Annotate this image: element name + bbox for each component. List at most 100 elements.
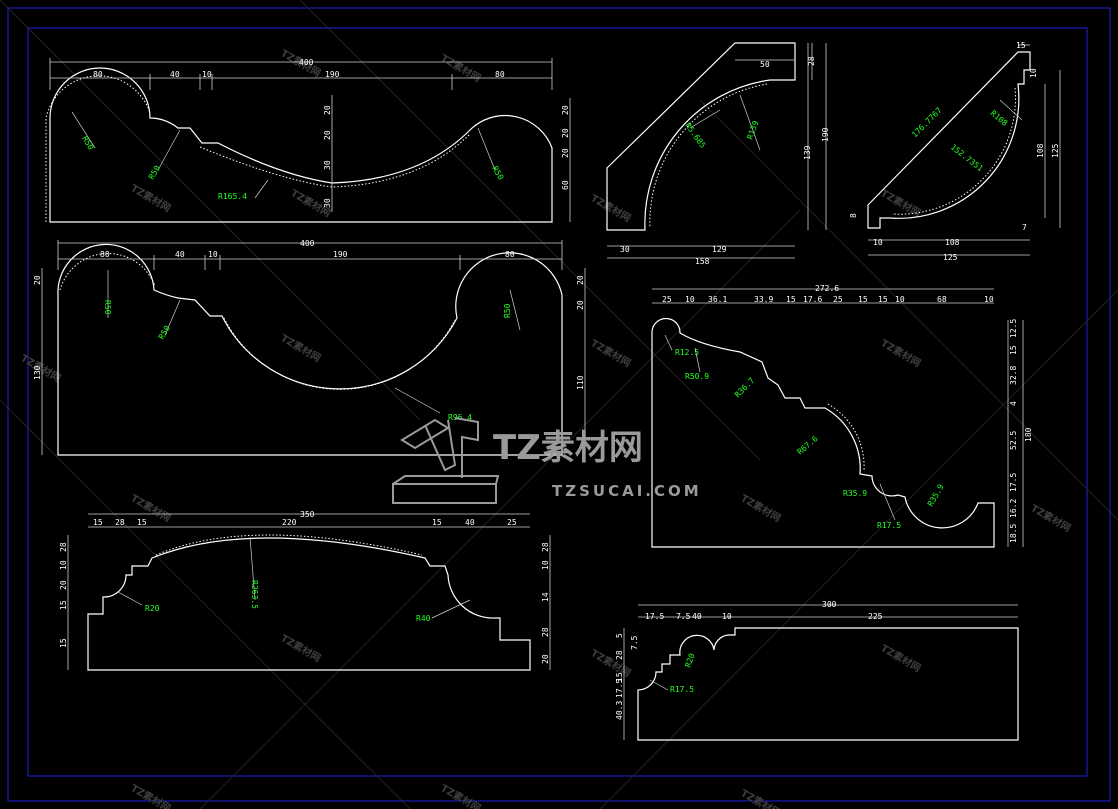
- p5-top-dim: 15: [1016, 41, 1026, 50]
- p1-right-dim: 20: [561, 148, 570, 158]
- p1-right-dim: 20: [561, 128, 570, 138]
- p7-left-dim: 40.3: [615, 701, 624, 720]
- profile-7: 300 17.5 7.5 40 10 225 5 28 7.5 15 17.5 …: [615, 600, 1019, 741]
- p6-radius: R35.9: [843, 489, 867, 498]
- p3-left-dim: 15: [59, 600, 68, 610]
- p3-radius: R20: [145, 604, 160, 613]
- p1-radius: R165.4: [218, 192, 247, 201]
- p7-left-dim: 28: [615, 650, 624, 660]
- watermark-tile: TZ素材网: [439, 51, 484, 84]
- profile-2-outline: [57, 243, 563, 456]
- profile-5-outline: [867, 51, 1031, 229]
- p6-right-dim: 4: [1009, 401, 1018, 406]
- p3-right-dim: 14: [541, 592, 550, 602]
- p1-overall-dim: 400: [299, 58, 314, 67]
- profile-3-outline: [87, 537, 531, 671]
- p7-left-dim: 7.5: [630, 635, 639, 650]
- p6-right-dim: 16.2: [1009, 499, 1018, 518]
- p7-left-dim: 15: [615, 672, 624, 682]
- profile-6-outline: [651, 317, 995, 548]
- p6-dim: 68: [937, 295, 947, 304]
- center-watermark: TZ素材网 TZSUCAI.COM: [392, 417, 702, 504]
- p3-left-dim: 10: [59, 560, 68, 570]
- p6-dim: 17.6: [803, 295, 822, 304]
- watermark-tile: TZ素材网: [589, 336, 634, 369]
- p6-radius: R35.9: [926, 482, 946, 508]
- p3-right-dim: 28: [541, 627, 550, 637]
- p6-radius: R12.5: [675, 348, 699, 357]
- p3-left-dim: 15: [59, 638, 68, 648]
- p3-dim: 25: [507, 518, 517, 527]
- p7-dim: 225: [868, 612, 883, 621]
- p1-dim: 80: [495, 70, 505, 79]
- p6-radius: R17.5: [877, 521, 901, 530]
- p3-left-dim: 28: [59, 542, 68, 552]
- p7-radius: R20: [683, 652, 696, 669]
- p5-bottom-dim: 125: [943, 253, 958, 262]
- p3-right-dim: 28: [541, 542, 550, 552]
- p5-left-dim: 8: [849, 213, 858, 218]
- p2-right-dim: 20: [576, 300, 585, 310]
- inner-frame: [27, 27, 1088, 777]
- p2-left-dim: 130: [33, 365, 42, 380]
- watermark-tile: TZ素材网: [279, 331, 324, 364]
- p4-radius: R139: [745, 119, 760, 140]
- watermark-tile: TZ素材网: [589, 191, 634, 224]
- watermark-tile: TZ素材网: [879, 641, 924, 674]
- p1-center-dim: 30: [323, 160, 332, 170]
- p2-dim: 40: [175, 250, 185, 259]
- p5-radius: R108: [989, 109, 1010, 128]
- profile-4-outline: [606, 42, 796, 231]
- watermark-tile: TZ素材网: [129, 491, 174, 524]
- p6-dim: 36.1: [708, 295, 727, 304]
- p5-right-dim: 125: [1051, 143, 1060, 158]
- watermark-tile: TZ素材网: [739, 491, 784, 524]
- p5-top-dim: 10: [1029, 68, 1038, 78]
- p5-diag-dim: 152.7351: [949, 142, 985, 173]
- p1-radius: R50: [80, 135, 95, 152]
- p3-dim: 28: [115, 518, 125, 527]
- p7-dim: 40: [692, 612, 702, 621]
- p6-radius: R36.7: [733, 376, 757, 400]
- p1-dim: 80: [93, 70, 103, 79]
- p1-center-dim: 20: [323, 105, 332, 115]
- p5-bottom-dim: 10: [873, 238, 883, 247]
- watermark-brand: TZ素材网: [493, 428, 643, 468]
- p3-dim: 40: [465, 518, 475, 527]
- p1-dim: 190: [325, 70, 340, 79]
- p6-dim: 15: [858, 295, 868, 304]
- p3-dim: 15: [432, 518, 442, 527]
- profile-7-outline: [637, 627, 1019, 741]
- p4-dim: 50: [760, 60, 770, 69]
- watermark-url: TZSUCAI.COM: [552, 482, 702, 500]
- p6-dim: 25: [833, 295, 843, 304]
- p1-radius: R50: [490, 165, 505, 182]
- p6-overall-dim: 272.6: [815, 284, 839, 293]
- p7-radius: R17.5: [670, 685, 694, 694]
- profile-3: 350 15 28 15 220 15 40 25 28 10 20 15 15…: [59, 510, 551, 671]
- p4-right-dim: 190: [821, 127, 830, 142]
- p7-left-dim: 5: [615, 633, 624, 638]
- p2-radius: R50: [103, 300, 112, 315]
- p5-right-dim: 108: [1036, 143, 1045, 158]
- p3-dim: 15: [137, 518, 147, 527]
- p6-dim: 10: [895, 295, 905, 304]
- p6-right-dim: 52.5: [1009, 431, 1018, 450]
- p3-dim: 15: [93, 518, 103, 527]
- p2-right-dim: 20: [576, 275, 585, 285]
- p6-right-dim: 12.5: [1009, 319, 1018, 338]
- p6-dim: 33.9: [754, 295, 773, 304]
- p3-right-dim: 20: [541, 654, 550, 664]
- watermark-tile: TZ素材网: [129, 181, 174, 214]
- profile-4: 50 28 190 139 30 129 158 R5.685 R139: [606, 42, 830, 266]
- p2-radius: R50: [157, 324, 172, 341]
- p1-right-dim: 60: [561, 180, 570, 190]
- p6-right-total: 180: [1024, 427, 1033, 442]
- p1-right-dim: 20: [561, 105, 570, 115]
- p3-right-dim: 10: [541, 560, 550, 570]
- p7-overall-dim: 300: [822, 600, 837, 609]
- p1-dim: 10: [202, 70, 212, 79]
- p3-left-dim: 20: [59, 580, 68, 590]
- watermark-tile: TZ素材网: [1029, 501, 1074, 534]
